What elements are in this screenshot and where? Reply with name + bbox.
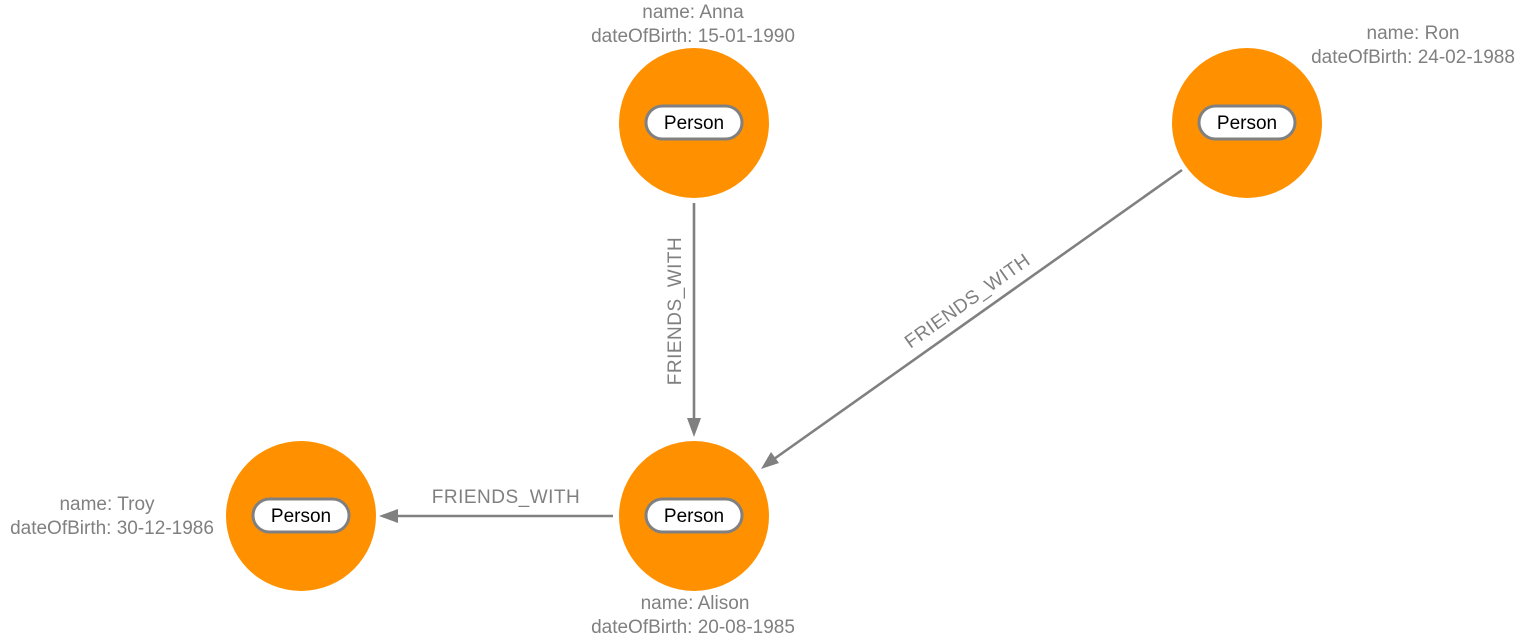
node-troy[interactable]: Person name: Troy dateOfBirth: 30-12-198… bbox=[10, 441, 376, 591]
node-alison[interactable]: Person name: Alison dateOfBirth: 20-08-1… bbox=[591, 441, 795, 638]
edge-anna-alison[interactable]: FRIENDS_WITH bbox=[665, 203, 701, 437]
node-label: Person bbox=[664, 113, 724, 134]
node-label-pill bbox=[644, 497, 744, 534]
edge-ron-alison[interactable]: FRIENDS_WITH bbox=[761, 168, 1183, 469]
edge-line bbox=[773, 168, 1183, 461]
node-property-dob: dateOfBirth: 20-08-1985 bbox=[591, 617, 795, 638]
edge-alison-troy[interactable]: FRIENDS_WITH bbox=[379, 487, 613, 523]
node-label-pill bbox=[1197, 104, 1297, 141]
node-property-dob: dateOfBirth: 24-02-1988 bbox=[1311, 47, 1515, 68]
edge-label: FRIENDS_WITH bbox=[665, 237, 686, 386]
arrowhead-icon bbox=[687, 418, 701, 437]
node-label: Person bbox=[271, 506, 331, 527]
node-property-dob: dateOfBirth: 30-12-1986 bbox=[10, 518, 214, 539]
node-label-pill bbox=[644, 104, 744, 141]
node-property-name: name: Troy bbox=[59, 494, 155, 515]
node-anna[interactable]: name: Anna dateOfBirth: 15-01-1990 Perso… bbox=[591, 2, 795, 198]
node-property-dob: dateOfBirth: 15-01-1990 bbox=[591, 26, 795, 47]
node-property-name: name: Alison bbox=[641, 593, 750, 614]
node-label: Person bbox=[664, 506, 724, 527]
edge-label: FRIENDS_WITH bbox=[432, 487, 581, 508]
arrowhead-icon bbox=[379, 509, 398, 523]
node-property-name: name: Ron bbox=[1367, 23, 1460, 44]
node-property-name: name: Anna bbox=[642, 2, 744, 23]
node-label: Person bbox=[1217, 113, 1277, 134]
node-ron[interactable]: Person name: Ron dateOfBirth: 24-02-1988 bbox=[1172, 23, 1515, 198]
node-label-pill bbox=[251, 497, 351, 534]
edge-label: FRIENDS_WITH bbox=[901, 250, 1034, 353]
arrowhead-icon bbox=[761, 452, 779, 469]
